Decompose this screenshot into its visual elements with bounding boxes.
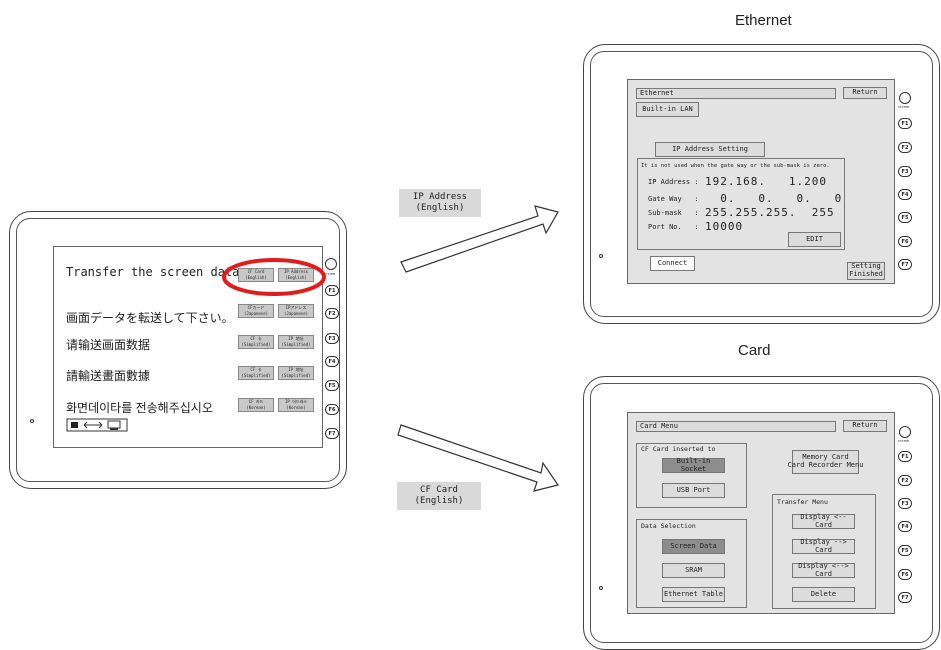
transfer-menu-frame [772, 494, 876, 609]
ethernet-system-label: SYSTEM [898, 105, 909, 109]
card-return-button[interactable]: Return [843, 420, 887, 432]
ethernet-indicator-dot [599, 254, 603, 258]
port-no-value: 10000 [705, 220, 744, 233]
card-indicator-dot [599, 586, 603, 590]
ip-address-english-button[interactable]: IP Address (English) [278, 268, 314, 282]
left-system-key[interactable] [325, 258, 337, 270]
card-f2-key[interactable]: F2 [898, 475, 912, 486]
cf-card-simplified-button[interactable]: CF 卡 (Simplified) [238, 335, 274, 349]
screen-data-button[interactable]: Screen Data [662, 539, 725, 554]
card-device-inner [590, 383, 933, 643]
usb-port-button[interactable]: USB Port [662, 483, 725, 498]
card-f3-key[interactable]: F3 [898, 498, 912, 509]
display-from-card-button[interactable]: Display <-- Card [792, 513, 855, 529]
ethernet-f1-key[interactable]: F1 [898, 118, 912, 129]
sub-mask-value: 255.255.255. 255 [705, 206, 835, 219]
left-f3-key[interactable]: F3 [325, 333, 339, 344]
sram-button[interactable]: SRAM [662, 563, 725, 578]
ethernet-heading: Ethernet [735, 12, 792, 29]
setting-finished-button[interactable]: Setting Finished [847, 262, 885, 280]
delete-button[interactable]: Delete [792, 587, 855, 602]
left-device-inner [16, 218, 340, 482]
message-traditional-chinese: 請輸送畫面數據 [66, 369, 151, 383]
message-japanese: 画面データを転送して下さい。 [66, 311, 234, 325]
card-f7-key[interactable]: F7 [898, 592, 912, 603]
ip-address-japanese-button[interactable]: IPアドレス (Japanese) [278, 304, 314, 318]
data-selection-frame [636, 519, 747, 608]
display-to-card-button[interactable]: Display --> Card [792, 538, 855, 554]
ethernet-f4-key[interactable]: F4 [898, 189, 912, 200]
ip-address-label: IP Address : [648, 178, 699, 186]
callout-cf-card: CF Card (English) [397, 482, 481, 510]
ethernet-f5-key[interactable]: F5 [898, 212, 912, 223]
card-heading: Card [738, 342, 771, 359]
message-english: Transfer the screen data. [66, 265, 247, 279]
message-korean: 화면데이타를 전송해주십시오 [66, 401, 213, 415]
transfer-icon [66, 417, 128, 432]
left-f5-key[interactable]: F5 [325, 380, 339, 391]
ip-address-setting-button[interactable]: IP Address Setting [655, 142, 765, 157]
cf-card-traditional-button[interactable]: CF 卡 (Simplified) [238, 366, 274, 380]
card-f5-key[interactable]: F5 [898, 545, 912, 556]
cf-card-korean-button[interactable]: CF 카드 (Korean) [238, 398, 274, 412]
highlight-circle [221, 257, 327, 297]
card-f6-key[interactable]: F6 [898, 569, 912, 580]
card-f1-key[interactable]: F1 [898, 451, 912, 462]
ethernet-f3-key[interactable]: F3 [898, 166, 912, 177]
built-in-socket-button[interactable]: Built-in Socket [662, 457, 725, 473]
left-f1-key[interactable]: F1 [325, 285, 339, 296]
ethernet-f6-key[interactable]: F6 [898, 236, 912, 247]
ethernet-settings-frame [637, 158, 845, 250]
arrow-to-ethernet [396, 200, 566, 280]
ip-address-traditional-button[interactable]: IP 地址 (Simplified) [278, 366, 314, 380]
display-both-card-button[interactable]: Display <--> Card [792, 562, 855, 578]
ethernet-f7-key[interactable]: F7 [898, 259, 912, 270]
message-simplified-chinese: 请输送画面数据 [66, 338, 151, 352]
card-title-bar: Card Menu [636, 421, 836, 432]
cf-inserted-label: CF Card inserted to [641, 445, 716, 453]
card-system-key[interactable] [899, 426, 911, 438]
memory-card-button[interactable]: Memory Card Card Recorder Menu [788, 450, 863, 474]
port-no-label: Port No. : [648, 223, 699, 231]
card-system-label: SYSTEM [898, 439, 909, 443]
ethernet-f2-key[interactable]: F2 [898, 142, 912, 153]
left-f7-key[interactable]: F7 [325, 428, 339, 439]
ethernet-note: It is not used when the gate way or the … [641, 163, 830, 169]
left-f4-key[interactable]: F4 [325, 356, 339, 367]
cf-card-japanese-button[interactable]: CFカード (Japanese) [238, 304, 274, 318]
card-f4-key[interactable]: F4 [898, 521, 912, 532]
ethernet-table-button[interactable]: Ethernet Table [662, 587, 725, 602]
ip-address-value: 192.168. 1.200 [705, 175, 827, 188]
left-f6-key[interactable]: F6 [325, 404, 339, 415]
callout-ip-address: IP Address (English) [397, 189, 481, 217]
ethernet-return-button[interactable]: Return [843, 87, 887, 99]
sub-mask-label: Sub-mask : [648, 209, 699, 217]
cf-card-english-button[interactable]: CF Card (English) [238, 268, 274, 282]
arrow-to-card [396, 415, 566, 495]
ip-address-korean-button[interactable]: IP 어드레스 (Korean) [278, 398, 314, 412]
left-system-label: SYSTEM [324, 272, 335, 276]
gate-way-value: 0. 0. 0. 0 [705, 192, 843, 205]
ethernet-device-inner [590, 51, 933, 317]
gate-way-label: Gate Way : [648, 195, 699, 203]
ip-address-simplified-button[interactable]: IP 地址 (Simplified) [278, 335, 314, 349]
connect-button[interactable]: Connect [650, 256, 695, 271]
left-f2-key[interactable]: F2 [325, 308, 339, 319]
ethernet-system-key[interactable] [899, 92, 911, 104]
left-indicator-dot [30, 419, 34, 423]
edit-button[interactable]: EDIT [788, 232, 841, 247]
transfer-menu-label: Transfer Menu [777, 498, 828, 506]
ethernet-title-bar: Ethernet [636, 88, 836, 99]
built-in-lan-button[interactable]: Built-in LAN [636, 102, 699, 117]
data-selection-label: Data Selection [641, 522, 696, 530]
cf-inserted-frame [636, 443, 747, 508]
